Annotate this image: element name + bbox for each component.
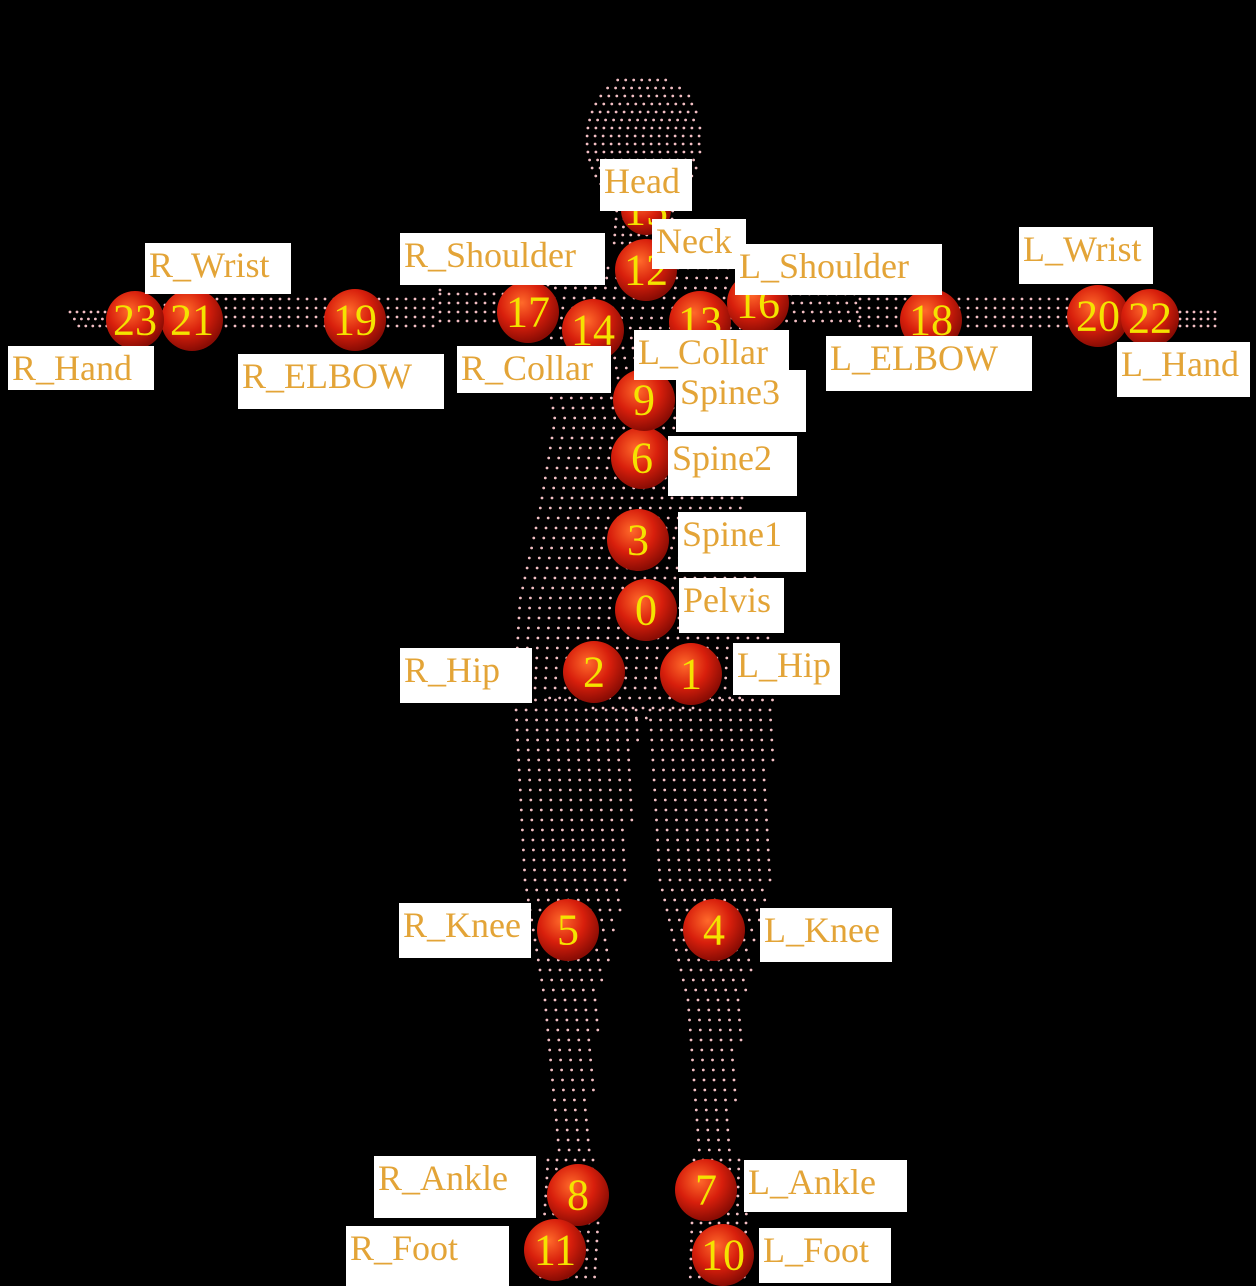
joint-label-l-shoulder: L_Shoulder [735, 244, 942, 295]
joint-marker-10: 10 [692, 1224, 754, 1286]
joint-index: 7 [695, 1166, 717, 1215]
joint-index: 5 [557, 906, 579, 955]
joint-label-r-hand: R_Hand [8, 346, 154, 390]
joint-index: 21 [170, 296, 214, 345]
joint-index: 1 [680, 650, 702, 699]
joint-sphere [613, 369, 675, 431]
joint-index: 17 [506, 288, 550, 337]
joint-index: 8 [567, 1171, 589, 1220]
joint-label-spine1: Spine1 [678, 512, 806, 572]
joint-index: 23 [113, 296, 157, 345]
joint-sphere [537, 899, 599, 961]
joint-sphere [547, 1164, 609, 1226]
joint-label-head: Head [600, 159, 692, 211]
joint-label-pelvis: Pelvis [679, 578, 784, 633]
joint-index: 19 [333, 296, 377, 345]
joint-marker-21: 21 [161, 289, 223, 351]
joint-label-r-collar: R_Collar [457, 346, 611, 393]
joint-label-l-elbow: L_ELBOW [826, 336, 1032, 391]
joint-index: 10 [701, 1231, 745, 1280]
joint-label-r-knee: R_Knee [399, 903, 531, 958]
joint-index: 4 [703, 906, 725, 955]
joint-sphere [161, 289, 223, 351]
joint-index: 6 [631, 434, 653, 483]
joint-marker-3: 3 [607, 509, 669, 571]
joint-marker-4: 4 [683, 899, 745, 961]
joint-sphere [497, 281, 559, 343]
joint-label-l-foot: L_Foot [759, 1228, 891, 1283]
joint-sphere [683, 899, 745, 961]
joint-label-r-hip: R_Hip [400, 648, 532, 703]
joint-marker-8: 8 [547, 1164, 609, 1226]
joint-marker-5: 5 [537, 899, 599, 961]
joint-label-r-foot: R_Foot [346, 1226, 509, 1286]
joint-marker-17: 17 [497, 281, 559, 343]
joint-index: 0 [635, 586, 657, 635]
joint-sphere [1067, 285, 1129, 347]
joint-index: 3 [627, 516, 649, 565]
joint-label-l-wrist: L_Wrist [1019, 227, 1153, 284]
joint-label-r-shoulder: R_Shoulder [400, 233, 605, 285]
joint-marker-22: 22 [1121, 289, 1179, 347]
joint-label-neck: Neck [652, 219, 746, 269]
joint-label-l-collar: L_Collar [634, 330, 789, 380]
joint-index: 11 [534, 1226, 576, 1275]
joint-marker-20: 20 [1067, 285, 1129, 347]
joint-sphere [562, 299, 624, 361]
joint-sphere [106, 291, 164, 349]
joint-marker-7: 7 [675, 1159, 737, 1221]
joint-sphere [1121, 289, 1179, 347]
joint-marker-19: 19 [324, 289, 386, 351]
joint-label-l-ankle: L_Ankle [744, 1160, 907, 1212]
joint-marker-0: 0 [615, 579, 677, 641]
joint-index: 9 [633, 376, 655, 425]
joint-label-spine2: Spine2 [668, 436, 797, 496]
joint-label-r-ankle: R_Ankle [374, 1156, 536, 1218]
joint-label-l-knee: L_Knee [760, 908, 892, 962]
joint-sphere [900, 289, 962, 351]
joint-index: 2 [583, 648, 605, 697]
joint-sphere [615, 579, 677, 641]
joint-sphere [660, 643, 722, 705]
joint-sphere [611, 427, 673, 489]
joint-sphere [692, 1224, 754, 1286]
joint-marker-23: 23 [106, 291, 164, 349]
joint-marker-11: 11 [524, 1219, 586, 1281]
joint-index: 22 [1128, 294, 1172, 343]
joint-sphere [563, 641, 625, 703]
joint-sphere [675, 1159, 737, 1221]
joint-marker-2: 2 [563, 641, 625, 703]
joint-label-r-elbow: R_ELBOW [238, 354, 444, 409]
joint-sphere [324, 289, 386, 351]
joint-label-l-hip: L_Hip [733, 643, 840, 695]
joint-label-spine3: Spine3 [676, 370, 806, 432]
joint-label-r-wrist: R_Wrist [145, 243, 291, 294]
joint-label-l-hand: L_Hand [1117, 342, 1250, 397]
joint-marker-1: 1 [660, 643, 722, 705]
joint-index: 20 [1076, 292, 1120, 341]
joint-sphere [607, 509, 669, 571]
joint-marker-9: 9 [613, 369, 675, 431]
joint-sphere [524, 1219, 586, 1281]
joint-marker-6: 6 [611, 427, 673, 489]
